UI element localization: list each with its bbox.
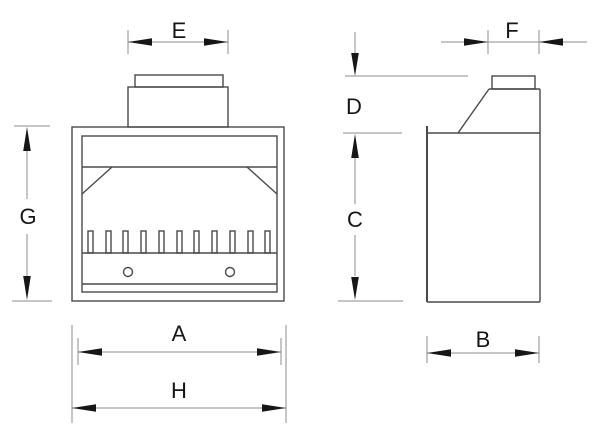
side-flue-cap: [491, 75, 536, 90]
dimension-label-h: H: [171, 378, 187, 403]
arrowhead-icon: [351, 134, 359, 158]
side-view: [426, 75, 541, 303]
grate-bar: [105, 230, 112, 254]
dimension-F: F: [441, 18, 587, 54]
grate-bar: [87, 230, 94, 254]
throat-diagonal-left: [81, 166, 113, 195]
arrowhead-icon: [351, 277, 359, 300]
dimension-A: A: [77, 321, 282, 365]
arrowhead-icon: [464, 38, 488, 46]
dimension-H: H: [71, 325, 287, 423]
grate-bar: [176, 230, 183, 254]
dimension-G: G: [12, 125, 52, 302]
dimension-label-a: A: [172, 321, 187, 346]
grate-bar: [211, 230, 218, 254]
mounting-hole-left: [122, 266, 134, 278]
dimension-D: D: [343, 32, 468, 134]
dimension-B: B: [426, 327, 540, 363]
grate-bar: [247, 230, 254, 254]
grate-bar: [229, 230, 236, 254]
grate-bar: [158, 230, 165, 254]
arrowhead-icon: [23, 276, 31, 300]
front-view: [71, 74, 285, 302]
dimension-label-b: B: [476, 327, 491, 352]
arrowhead-icon: [351, 53, 359, 76]
dimension-label-c: C: [347, 207, 363, 232]
firebox-inner-frame: [81, 135, 278, 293]
throat-diagonal-right: [246, 166, 278, 195]
grate-bar: [122, 230, 129, 254]
firebox-outer-frame: [71, 126, 285, 302]
mounting-hole-right: [224, 266, 236, 278]
arrowhead-icon: [257, 348, 281, 356]
dimension-label-g: G: [19, 204, 36, 229]
dimension-E: E: [127, 18, 229, 54]
dimension-label-d: D: [346, 94, 362, 119]
flue-collar-cap: [134, 74, 224, 88]
arrowhead-icon: [128, 38, 152, 46]
arrowhead-icon: [262, 404, 286, 412]
dimension-C: C: [338, 134, 403, 302]
grate: [87, 230, 271, 254]
arrowhead-icon: [204, 38, 228, 46]
arrowhead-icon: [539, 38, 563, 46]
grate-bar: [264, 230, 271, 254]
flue-slope-line: [457, 88, 490, 134]
arrowhead-icon: [72, 404, 96, 412]
grate-bar: [193, 230, 200, 254]
arrowhead-icon: [427, 349, 451, 357]
dimension-label-f: F: [505, 18, 518, 43]
arrowhead-icon: [78, 348, 102, 356]
grate-bar: [140, 230, 147, 254]
arrowhead-icon: [23, 127, 31, 151]
arrowhead-icon: [515, 349, 539, 357]
flue-collar: [127, 86, 229, 128]
dimension-label-e: E: [172, 18, 187, 43]
